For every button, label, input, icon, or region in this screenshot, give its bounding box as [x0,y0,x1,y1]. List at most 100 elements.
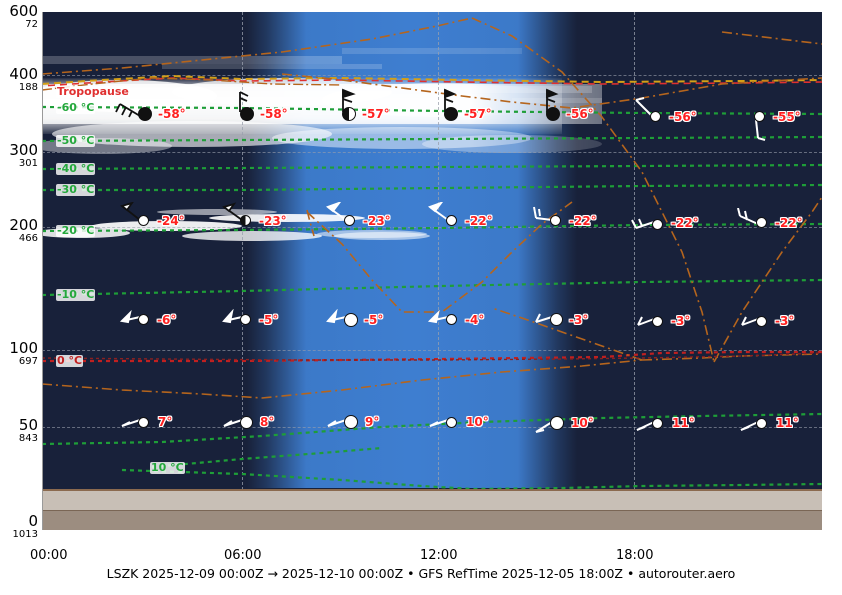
y-axis-tick-300: 300 301 [0,141,38,170]
temperature-label: -22° [569,214,597,228]
y-pressure: 188 [18,82,38,93]
station-marker [240,215,251,226]
isotherm-label-minus50: -50 °C [56,134,96,147]
y-flight-level: 100 [9,339,38,357]
grid-line-1800 [634,12,635,530]
grid-line-fl050 [42,427,822,428]
wind-barb-icon [637,316,655,326]
temperature-label: -58° [260,107,288,121]
station-marker [240,416,253,429]
station-marker [344,415,358,429]
temperature-label: -4° [465,313,485,327]
temperature-label: -58° [158,107,186,121]
wind-barb-icon [222,309,243,324]
station-marker [446,314,457,325]
y-flight-level: 600 [9,2,38,20]
temperature-label: 11° [672,416,695,430]
station-marker [652,316,663,327]
isotherm-label-minus20: -20 °C [56,224,96,237]
temperature-label: -57° [464,107,492,121]
station-marker [138,107,152,121]
x-axis-tick-0000: 00:00 [30,548,68,563]
wind-barb-icon [326,309,347,324]
wind-barb-icon [327,419,347,427]
y-flight-level: 400 [9,65,38,83]
grid-line-fl400 [42,75,822,76]
wind-barb-icon [119,309,141,324]
temperature-label: -5° [364,313,384,327]
y-axis-tick-100: 100 697 [0,339,38,368]
temperature-label: -57° [362,107,390,121]
temperature-label: 9° [365,415,380,429]
wind-barb-icon [535,313,553,323]
temperature-label: 10° [466,415,489,429]
station-marker [546,107,560,121]
temperature-label: -5° [259,313,279,327]
plot-area: Tropopause -60 °C -50 °C -40 °C -30 °C -… [42,12,822,530]
station-marker [756,316,767,327]
station-marker [446,215,457,226]
x-axis-tick-1800: 18:00 [616,548,654,563]
terrain-lower-band [42,510,822,530]
isotherm-label-tropopause: Tropopause [56,85,130,98]
temperature-label: -3° [775,314,795,328]
wind-barb-icon [755,119,766,141]
grid-line-0600 [242,12,243,530]
station-marker [756,217,767,228]
y-axis-tick-050: 50 843 [0,416,38,445]
station-marker [756,418,767,429]
y-pressure: 72 [25,19,38,30]
temperature-label: -55° [773,110,801,124]
x-axis-tick-0600: 06:00 [224,548,262,563]
y-axis-tick-000: 0 1013 [0,514,38,541]
station-marker [550,416,564,430]
wind-barb-icon [239,91,249,112]
temperature-label: -24° [157,214,185,228]
station-marker [652,219,663,230]
wind-barb-icon [120,202,141,221]
wind-barb-icon [737,208,759,225]
wind-barb-icon [535,421,553,433]
y-flight-level: 50 [18,416,38,434]
isotherm-lines [42,105,822,491]
wind-barb-icon [740,421,759,431]
y-flight-level: 300 [9,141,38,159]
temperature-label: -23° [363,214,391,228]
station-marker [138,314,149,325]
chart-caption: LSZK 2025-12-09 00:00Z → 2025-12-10 00:0… [106,566,736,581]
temperature-label: -22° [775,216,803,230]
station-marker [446,417,457,428]
station-marker [650,111,661,122]
wind-barb-icon [533,206,553,221]
station-marker [138,417,149,428]
temperature-label: 10° [571,416,594,430]
wind-barb-icon [223,419,243,427]
isotherm-label-minus40: -40 °C [56,162,96,175]
wind-barb-icon [636,421,655,431]
wind-barb-icon [429,419,449,427]
station-marker [240,314,251,325]
wind-trace-lines [42,17,822,399]
station-marker [240,107,254,121]
station-marker [344,215,355,226]
station-marker [652,418,663,429]
isotherm-label-minus60: -60 °C [56,101,96,114]
temperature-label: -22° [671,216,699,230]
station-marker [550,215,561,226]
temperature-label: -56° [669,110,697,124]
wind-barb-icon [635,97,653,117]
temperature-label: -3° [671,314,691,328]
isotherm-label-plus10: 10 °C [150,461,185,474]
temperature-label: 7° [158,415,173,429]
wind-barb-icon [427,309,449,324]
y-pressure: 1013 [12,529,38,540]
grid-line-1200 [438,12,439,530]
station-marker [344,313,358,327]
wind-barb-icon [427,202,449,221]
temperature-label: -23° [259,214,287,228]
temperature-label: -6° [157,313,177,327]
station-marker [444,107,458,121]
isotherm-label-zero: 0 °C [56,354,84,367]
wind-barb-icon [325,202,347,221]
y-pressure: 843 [18,433,38,444]
